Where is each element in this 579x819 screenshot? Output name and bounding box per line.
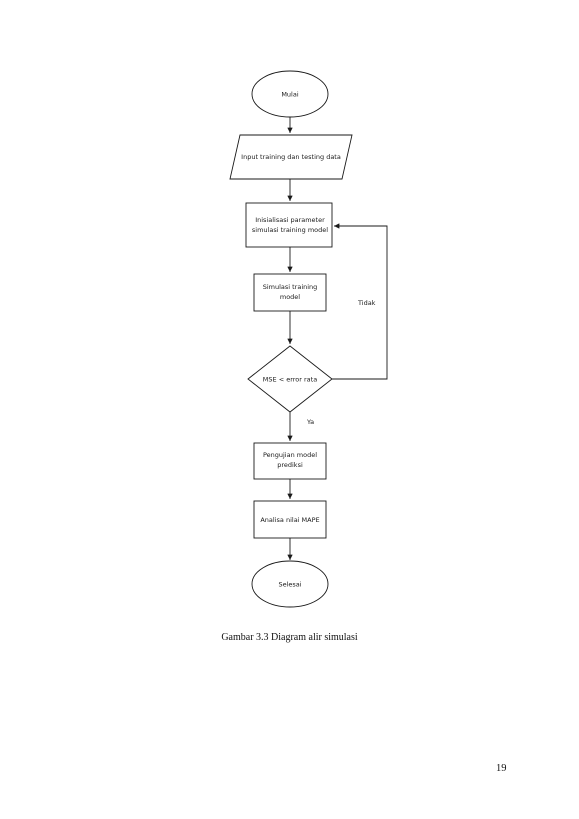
input-label: Input training dan testing data bbox=[241, 153, 341, 161]
figure-caption: Gambar 3.3 Diagram alir simulasi bbox=[221, 632, 358, 643]
analysis-label: Analisa nilai MAPE bbox=[260, 516, 319, 524]
decision-label: MSE < error rata bbox=[263, 376, 317, 384]
init-process-box bbox=[245, 202, 333, 248]
analysis-process-box bbox=[253, 500, 327, 539]
edge-label-no: Tidak bbox=[357, 299, 376, 307]
sim-label-line2: model bbox=[280, 293, 300, 301]
edge-decision-no-loop bbox=[332, 223, 388, 380]
init-label-line2: simulasi training model bbox=[252, 226, 328, 234]
start-label: Mulai bbox=[281, 91, 299, 99]
test-label-line1: Pengujian model bbox=[263, 451, 317, 459]
edge-label-yes: Ya bbox=[306, 418, 314, 426]
test-label-line2: prediksi bbox=[277, 461, 303, 469]
input-parallelogram bbox=[229, 134, 353, 180]
sim-label-line1: Simulasi training bbox=[263, 283, 318, 291]
init-label-line1: Inisialisasi parameter bbox=[255, 216, 325, 224]
end-terminator bbox=[251, 560, 329, 608]
page-number: 19 bbox=[496, 763, 507, 774]
sim-process-box bbox=[253, 273, 327, 312]
end-label: Selesai bbox=[278, 581, 301, 589]
